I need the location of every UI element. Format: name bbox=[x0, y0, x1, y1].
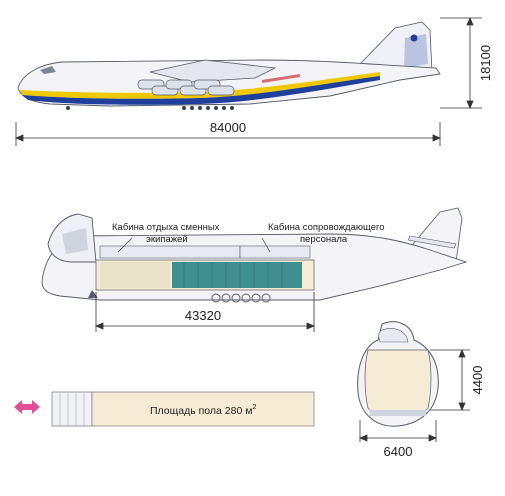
cabin-width-value: 6400 bbox=[384, 444, 413, 459]
cargo-cross-section bbox=[364, 349, 432, 416]
double-arrow-icon bbox=[14, 400, 40, 414]
tail-logo-icon bbox=[410, 34, 418, 42]
floor-area-label: Площадь пола 280 м2 bbox=[150, 404, 256, 417]
cross-section bbox=[357, 321, 439, 427]
crew-rest-label-line2: экипажей bbox=[146, 234, 188, 245]
floor-area-superscript: 2 bbox=[252, 404, 256, 411]
cabin-height-dimension bbox=[430, 348, 470, 412]
engines bbox=[137, 79, 235, 96]
escort-label-line2: персонала bbox=[300, 234, 348, 245]
height-value: 18100 bbox=[478, 45, 493, 81]
cabin-height-value: 4400 bbox=[470, 366, 485, 395]
cutaway-landing-gear bbox=[211, 293, 271, 303]
height-dimension bbox=[440, 16, 482, 110]
cargo-section bbox=[172, 262, 302, 288]
aircraft-cutaway bbox=[41, 207, 468, 303]
crew-rest-label-line1: Кабина отдыха сменных bbox=[112, 222, 220, 233]
landing-gear bbox=[66, 106, 234, 110]
blue-stripe bbox=[22, 76, 380, 105]
escort-label-line1: Кабина сопровождающего bbox=[268, 222, 385, 233]
cargo-length-dimension bbox=[94, 292, 316, 332]
ramp-section bbox=[51, 391, 93, 427]
aircraft-side-view bbox=[17, 21, 441, 110]
escort-cabin bbox=[239, 245, 311, 259]
floor-plan bbox=[14, 391, 315, 427]
crew-rest-cabin bbox=[99, 245, 241, 259]
cargo-length-value: 43320 bbox=[185, 308, 221, 323]
floor-area-text: Площадь пола 280 м bbox=[150, 405, 252, 417]
length-dimension bbox=[14, 122, 442, 146]
floor-area bbox=[91, 391, 315, 427]
length-value: 84000 bbox=[210, 120, 246, 135]
cabin-width-dimension bbox=[358, 420, 438, 442]
